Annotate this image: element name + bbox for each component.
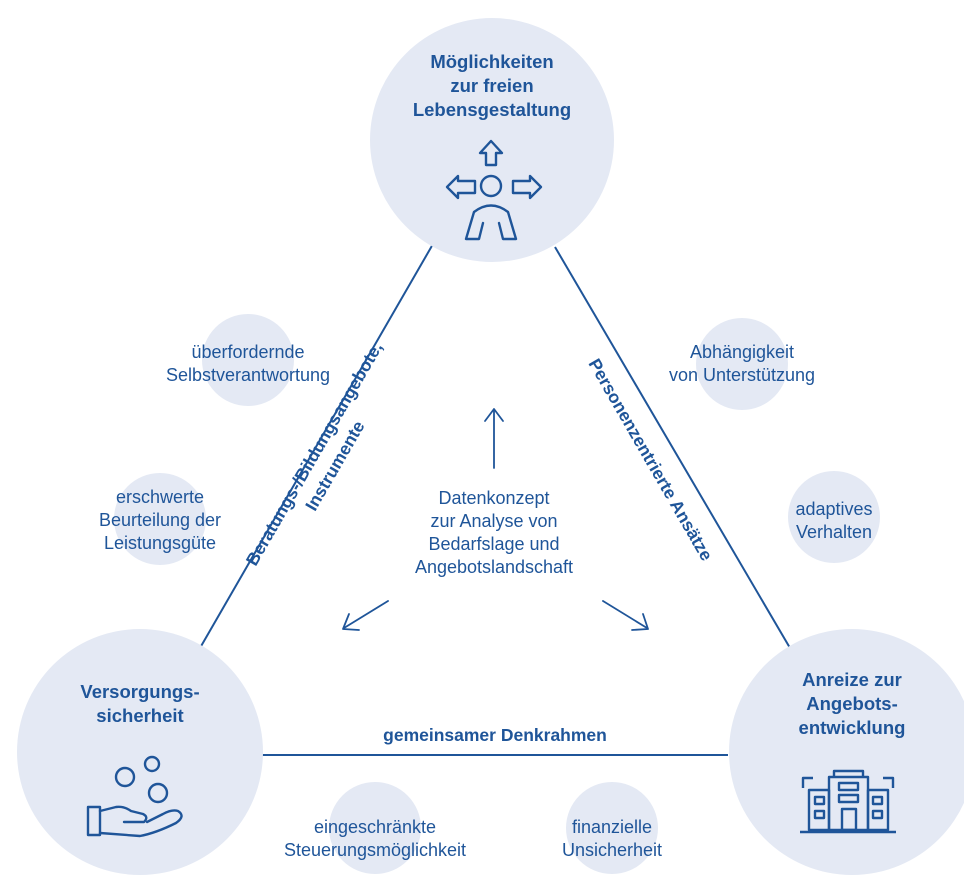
issue-bubble-selbstverantwortung <box>202 314 294 406</box>
edge-left-line <box>199 243 434 649</box>
node-right-line: Anreize zur <box>802 669 902 690</box>
edge-bottom-label: gemeinsamer Denkrahmen <box>383 725 607 745</box>
issue-line: finanzielle <box>571 817 653 837</box>
center-line: Datenkonzept <box>438 488 550 508</box>
node-right-circle <box>729 629 964 875</box>
node-top-line: zur freien <box>450 75 534 97</box>
arrow-down-right-icon <box>602 600 649 631</box>
node-top-line: Lebensgestaltung <box>412 99 572 121</box>
center-line: zur Analyse von <box>430 510 558 531</box>
node-top-line: Möglichkeiten <box>430 51 554 72</box>
issue-line: überfordernde <box>191 342 305 362</box>
issue-line: von Unterstützung <box>668 364 816 385</box>
issue-bubble-finanziell <box>566 782 658 874</box>
issue-bubble-adaptiv <box>788 471 880 563</box>
issue-line: Steuerungsmöglichkeit <box>283 839 467 860</box>
node-left-line: Versorgungs- <box>80 681 200 702</box>
center-arrows <box>342 408 649 631</box>
node-right-line: Angebots- <box>806 693 898 715</box>
person-options-icon <box>445 139 543 241</box>
center-line: Angebotslandschaft <box>414 556 574 577</box>
issue-line: Selbstverantwortung <box>165 364 331 385</box>
building-icon <box>800 769 896 834</box>
issue-label-finanziell: finanzielle Unsicherheit <box>532 816 692 862</box>
issue-label-adaptiv: adaptives Verhalten <box>754 498 914 544</box>
issue-line: adaptives <box>795 499 873 519</box>
node-left-label: Versorgungs- sicherheit <box>40 680 240 728</box>
node-top-label: Möglichkeiten zur freien Lebensgestaltun… <box>392 50 592 122</box>
issue-line: Leistungsgüte <box>103 532 217 553</box>
issue-label-leistungsguete: erschwerte Beurteilung der Leistungsgüte <box>60 486 260 555</box>
center-line: Bedarfslage und <box>428 533 560 554</box>
issue-line: Abhängigkeit <box>689 342 795 362</box>
node-right-line: entwicklung <box>798 717 906 739</box>
issue-line: Verhalten <box>795 521 873 542</box>
node-right-label: Anreize zur Angebots- entwicklung <box>752 668 952 740</box>
center-label: Datenkonzept zur Analyse von Bedarfslage… <box>394 487 594 578</box>
node-top-circle <box>370 18 614 262</box>
issue-bubble-steuerung <box>329 782 421 874</box>
issue-label-steuerung: eingeschränkte Steuerungsmöglichkeit <box>255 816 495 862</box>
issue-line: eingeschränkte <box>313 817 437 837</box>
issue-bubble-leistungsguete <box>114 473 206 565</box>
arrow-up-icon <box>484 408 504 469</box>
hand-coins-icon <box>86 755 183 838</box>
issue-line: Beurteilung der <box>98 509 222 530</box>
node-left-circle <box>17 629 263 875</box>
issue-line: Unsicherheit <box>561 839 663 860</box>
issue-label-selbstverantwortung: überfordernde Selbstverantwortung <box>138 341 358 387</box>
edge-right-line <box>554 246 791 649</box>
issue-bubble-abhaengigkeit <box>696 318 788 410</box>
issue-label-abhaengigkeit: Abhängigkeit von Unterstützung <box>632 341 852 387</box>
issue-line: erschwerte <box>115 487 205 507</box>
node-left-line: sicherheit <box>96 705 184 727</box>
arrow-down-left-icon <box>342 600 389 631</box>
